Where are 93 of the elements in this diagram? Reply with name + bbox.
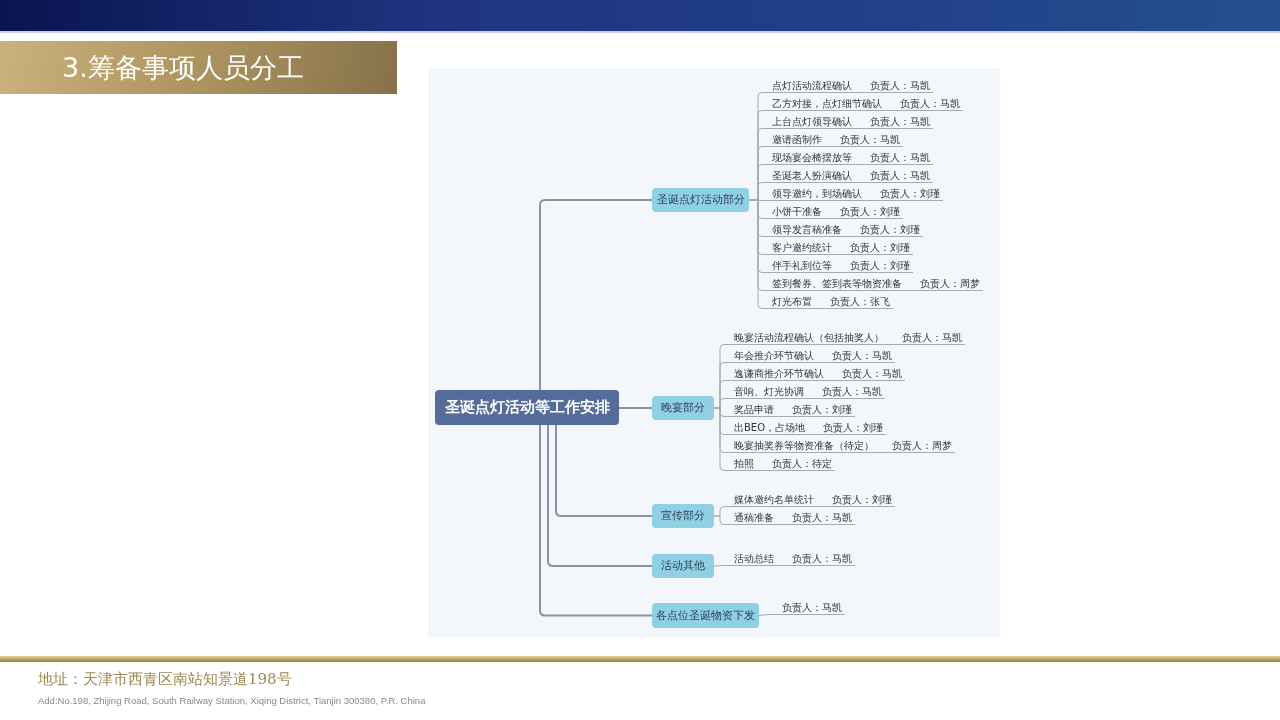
task-text: 活动总结 <box>734 551 774 565</box>
topic-text: 负责人：马凯 <box>782 600 842 614</box>
subtopic <box>769 600 845 615</box>
subtopic <box>762 150 933 165</box>
task-text: 年会推介环节确认 <box>734 348 814 362</box>
branch-topic: 各点位圣诞物资下发 <box>652 603 759 628</box>
owner-text: 负责人：周梦 <box>892 438 952 452</box>
owner-text: 负责人：周梦 <box>920 276 980 290</box>
subtopic <box>762 78 933 93</box>
owner-text: 负责人：马凯 <box>832 348 892 362</box>
task-text: 领导邀约，到场确认 <box>772 186 862 200</box>
owner-text: 负责人：刘瑾 <box>850 258 910 272</box>
subtopic <box>762 258 913 273</box>
owner-text: 负责人：马凯 <box>840 132 900 146</box>
subtopic <box>762 276 983 291</box>
address-text: Add:No.198, Zhijing Road, South Railway Station, Xiqing District, Tianjin 300380, P.R. China <box>38 695 426 706</box>
subtopic <box>762 114 933 129</box>
branch-topic: 宣传部分 <box>652 504 714 528</box>
task-text: 上台点灯领导确认 <box>772 114 852 128</box>
subtopic <box>762 96 963 111</box>
owner-text: 负责人：张飞 <box>830 294 890 308</box>
task-text: 领导发言稿准备 <box>772 222 842 236</box>
subtopic <box>762 294 893 309</box>
branch-topic: 晚宴部分 <box>652 396 714 420</box>
owner-text: 负责人：刘瑾 <box>832 492 892 506</box>
owner-text: 负责人：马凯 <box>870 114 930 128</box>
connector-line <box>713 515 725 525</box>
subtopic <box>762 168 933 183</box>
task-text: 出BEO，占场地 <box>734 420 806 434</box>
central-topic: 圣诞点灯活动等工作安排 <box>435 390 619 425</box>
task-text: 音响、灯光协调 <box>734 384 804 398</box>
owner-text: 负责人：马凯 <box>842 366 902 380</box>
task-text: 逸谦商推介环节确认 <box>734 366 824 380</box>
address-text: 地址：天津市西青区南站知景道198号 <box>38 670 292 689</box>
task-text: 伴手礼到位等 <box>772 258 832 272</box>
owner-text: 负责人：马凯 <box>900 96 960 110</box>
subtopic <box>724 348 895 363</box>
owner-text: 负责人：刘瑾 <box>792 402 852 416</box>
connector-line <box>713 407 725 471</box>
subtopic <box>724 384 885 399</box>
subtopic <box>762 204 903 219</box>
connector-line <box>547 424 653 567</box>
subtopic <box>724 366 905 381</box>
task-text: 客户邀约统计 <box>772 240 832 254</box>
owner-text: 负责人：马凯 <box>792 551 852 565</box>
owner-text: 负责人：刘瑾 <box>840 204 900 218</box>
subtopic <box>724 330 965 345</box>
subtopic <box>762 222 923 237</box>
connector-line <box>713 565 725 567</box>
connector-line <box>555 424 653 517</box>
owner-text: 负责人：马凯 <box>870 150 930 164</box>
owner-text: 负责人：马凯 <box>870 168 930 182</box>
subtopic <box>724 551 855 566</box>
task-text: 灯光布置 <box>772 294 812 308</box>
connector-line <box>539 424 653 617</box>
task-text: 邀请函制作 <box>772 132 822 146</box>
task-text: 现场宴会椅摆放等 <box>772 150 852 164</box>
task-text: 小饼干准备 <box>772 204 822 218</box>
task-text: 点灯活动流程确认 <box>772 78 852 92</box>
branch-topic: 活动其他 <box>652 554 714 578</box>
owner-text: 负责人：马凯 <box>822 384 882 398</box>
subtopic <box>762 132 903 147</box>
subtopic <box>724 492 895 507</box>
owner-text: 负责人：刘瑾 <box>850 240 910 254</box>
subtopic <box>724 402 855 417</box>
owner-text: 负责人：马凯 <box>792 510 852 524</box>
task-text: 乙方对接，点灯细节确认 <box>772 96 882 110</box>
owner-text: 负责人：待定 <box>772 456 832 470</box>
task-text: 媒体邀约名单统计 <box>734 492 814 506</box>
owner-text: 负责人：马凯 <box>870 78 930 92</box>
owner-text: 负责人：刘瑾 <box>823 420 884 434</box>
owner-text: 负责人：刘瑾 <box>860 222 920 236</box>
subtopic <box>762 240 913 255</box>
task-text: 奖品申请 <box>734 402 774 416</box>
owner-text: 负责人：刘瑾 <box>880 186 940 200</box>
branch-topic: 圣诞点灯活动部分 <box>652 188 749 212</box>
subtopic <box>724 456 835 471</box>
owner-text: 负责人：马凯 <box>902 330 962 344</box>
task-text: 通稿准备 <box>734 510 774 524</box>
subtopic <box>724 510 855 525</box>
slide-title: 3.筹备事项人员分工 <box>0 41 397 94</box>
subtopic <box>724 438 955 453</box>
subtopic <box>724 420 887 435</box>
connector-line <box>758 614 770 616</box>
connector-line <box>539 199 653 391</box>
task-text: 圣诞老人扮演确认 <box>772 168 852 182</box>
connector-line <box>618 407 653 409</box>
task-text: 晚宴活动流程确认（包括抽奖人） <box>734 330 884 344</box>
task-text: 晚宴抽奖券等物资准备（待定） <box>734 438 874 452</box>
task-text: 签到餐券、签到表等物资准备 <box>772 276 902 290</box>
task-text: 拍照 <box>734 456 754 470</box>
connector-line <box>748 199 763 309</box>
subtopic <box>762 186 943 201</box>
